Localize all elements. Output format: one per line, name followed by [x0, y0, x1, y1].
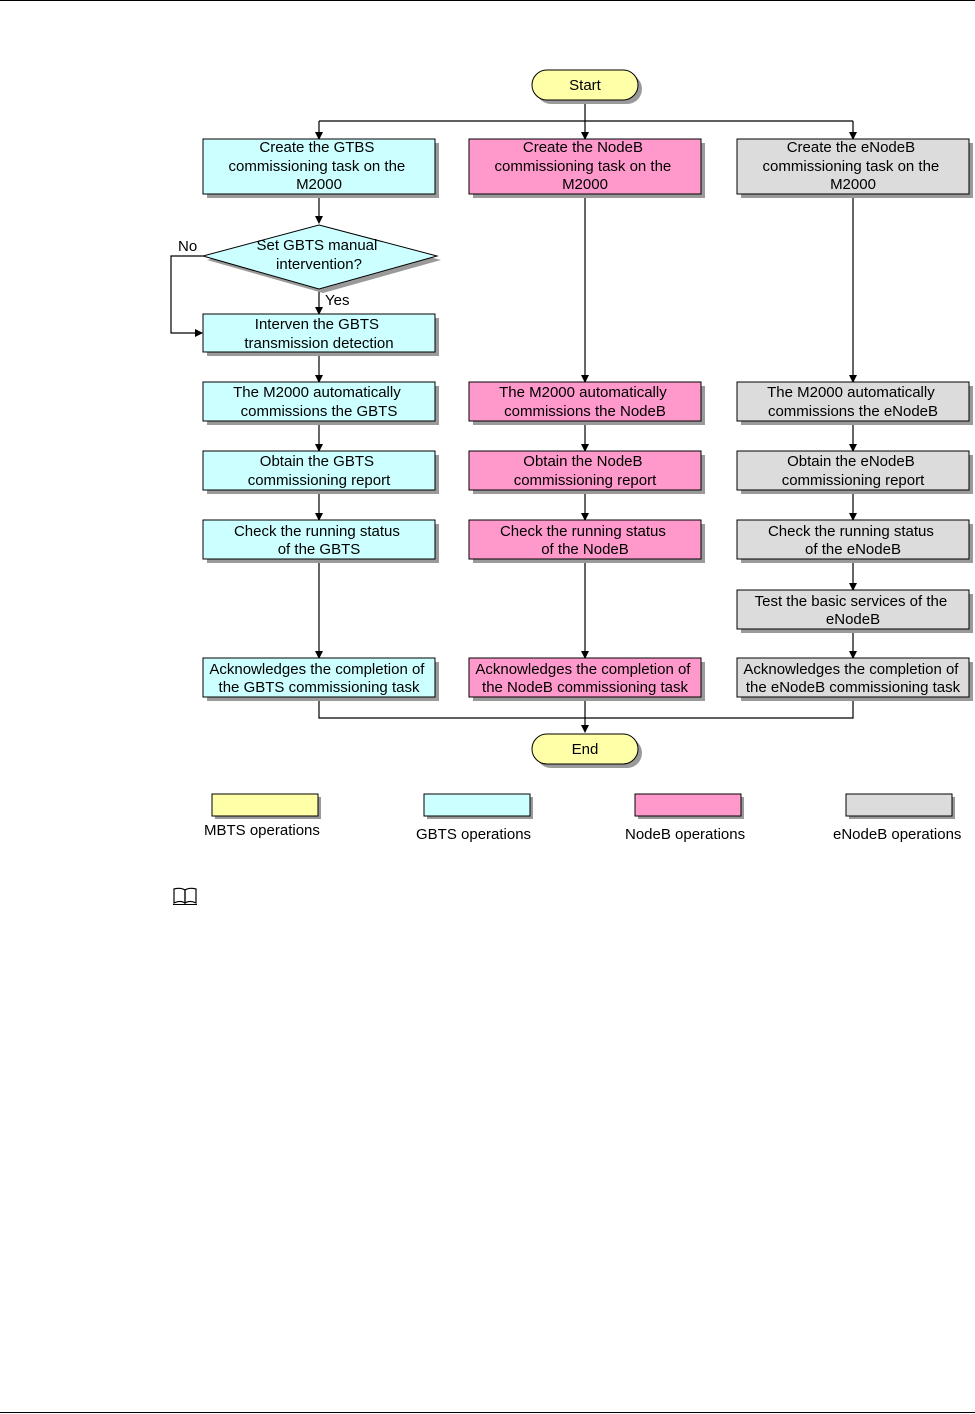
- svg-text:The M2000 automatically: The M2000 automatically commissions the …: [499, 384, 671, 420]
- legend: MBTS operations GBTS operations NodeB op…: [204, 793, 961, 843]
- enodeb-auto-line-2: commissions the eNodeB: [768, 403, 938, 420]
- nodeb-auto-line-1: The M2000 automatically: [499, 384, 667, 401]
- gbts-ack-line-2: the GBTS commissioning task: [219, 679, 420, 696]
- decision-line-1: Set GBTS manual: [256, 237, 377, 254]
- connectors: [170, 100, 857, 733]
- gbts-ack-line-1: Acknowledges the completion of: [209, 661, 425, 678]
- enodeb-status-box: Check the running status of the eNodeB: [736, 519, 973, 563]
- nodeb-status-box: Check the running status of the NodeB: [468, 519, 705, 563]
- enodeb-ack-line-2: the eNodeB commissioning task: [746, 679, 961, 696]
- svg-text:Test the basic services of the: Test the basic services of the eNodeB: [755, 593, 952, 628]
- yes-label: Yes: [325, 292, 349, 309]
- legend-enodeb-label: eNodeB operations: [833, 826, 961, 843]
- enodeb-create-line-1: Create the eNodeB: [787, 139, 915, 156]
- enodeb-test-line-2: eNodeB: [826, 611, 880, 628]
- gbts-status-line-2: of the GBTS: [278, 541, 361, 558]
- enodeb-auto-box: The M2000 automatically commissions the …: [736, 381, 973, 425]
- enodeb-auto-line-1: The M2000 automatically: [767, 384, 935, 401]
- legend-gbts: GBTS operations: [416, 793, 533, 843]
- enodeb-report-box: Obtain the eNodeB commissioning report: [736, 450, 973, 494]
- gbts-intervene-line-2: transmission detection: [244, 335, 393, 352]
- gbts-auto-line-1: The M2000 automatically: [233, 384, 401, 401]
- gbts-auto-box: The M2000 automatically commissions the …: [202, 381, 439, 425]
- nodeb-create-box: Create the NodeB commissioning task on t…: [468, 138, 705, 198]
- start-label: Start: [569, 77, 602, 94]
- enodeb-test-line-1: Test the basic services of the: [755, 593, 948, 610]
- nodeb-ack-line-2: the NodeB commissioning task: [482, 679, 688, 696]
- enodeb-report-line-1: Obtain the eNodeB: [787, 453, 915, 470]
- svg-text:Acknowledges the completion of: Acknowledges the completion of the GBTS …: [209, 661, 428, 696]
- svg-text:Obtain the NodeB commiss: Obtain the NodeB commissioning report: [514, 453, 657, 489]
- nodeb-auto-line-2: commissions the NodeB: [504, 403, 666, 420]
- enodeb-ack-line-1: Acknowledges the completion of: [743, 661, 959, 678]
- gbts-status-line-1: Check the running status: [234, 523, 400, 540]
- svg-text:Check the running status: Check the running status of the GBTS: [234, 523, 404, 558]
- gbts-create-box: Create the GTBS commissioning task on th…: [202, 138, 439, 198]
- legend-gbts-label: GBTS operations: [416, 826, 531, 843]
- nodeb-create-line-3: M2000: [562, 176, 608, 193]
- svg-text:Set GBTS manual interven: Set GBTS manual intervention?: [256, 237, 381, 273]
- enodeb-create-line-3: M2000: [830, 176, 876, 193]
- legend-mbts: MBTS operations: [204, 793, 321, 839]
- enodeb-status-line-2: of the eNodeB: [805, 541, 901, 558]
- svg-text:Obtain the GBTS commissi: Obtain the GBTS commissioning report: [248, 453, 391, 489]
- gbts-report-box: Obtain the GBTS commissioning report: [202, 450, 439, 494]
- bottom-rule: [0, 1412, 975, 1413]
- legend-nodeb: NodeB operations: [625, 793, 745, 843]
- legend-enodeb: eNodeB operations: [833, 793, 961, 843]
- gbts-intervene-box: Interven the GBTS transmission detection: [202, 313, 439, 356]
- legend-nodeb-label: NodeB operations: [625, 826, 745, 843]
- enodeb-report-line-2: commissioning report: [782, 472, 925, 489]
- end-label: End: [572, 741, 599, 758]
- enodeb-test-box: Test the basic services of the eNodeB: [736, 589, 973, 633]
- nodeb-create-line-2: commissioning task on the: [495, 158, 672, 175]
- end-terminal: End: [531, 733, 642, 768]
- gbts-intervene-line-1: Interven the GBTS: [255, 316, 379, 333]
- svg-text:Create the GTBS commissi: Create the GTBS commissioning task on th…: [229, 139, 410, 193]
- nodeb-ack-line-1: Acknowledges the completion of: [475, 661, 691, 678]
- gbts-create-line-3: M2000: [296, 176, 342, 193]
- nodeb-ack-box: Acknowledges the completion of the NodeB…: [468, 657, 705, 701]
- nodeb-report-line-1: Obtain the NodeB: [523, 453, 642, 470]
- gbts-report-line-1: Obtain the GBTS: [260, 453, 374, 470]
- decision-line-2: intervention?: [276, 256, 362, 273]
- gbts-create-line-2: commissioning task on the: [229, 158, 406, 175]
- svg-text:Acknowledges the completion of: Acknowledges the completion of the NodeB…: [475, 661, 694, 696]
- svg-text:Create the NodeB commiss: Create the NodeB commissioning task on t…: [495, 139, 676, 193]
- svg-text:The M2000 automatically: The M2000 automatically commissions the …: [233, 384, 405, 420]
- svg-text:Obtain the eNodeB commis: Obtain the eNodeB commissioning report: [782, 453, 925, 489]
- gbts-ack-box: Acknowledges the completion of the GBTS …: [202, 657, 439, 701]
- legend-mbts-label: MBTS operations: [204, 822, 320, 839]
- gbts-auto-line-2: commissions the GBTS: [241, 403, 398, 420]
- nodeb-auto-box: The M2000 automatically commissions the …: [468, 381, 705, 425]
- nodeb-report-line-2: commissioning report: [514, 472, 657, 489]
- start-terminal: Start: [531, 69, 642, 104]
- gbts-status-box: Check the running status of the GBTS: [202, 519, 439, 563]
- svg-text:Check the running status: Check the running status of the NodeB: [500, 523, 670, 558]
- svg-text:Interven the GBTS transm: Interven the GBTS transmission detection: [244, 316, 393, 352]
- enodeb-create-box: Create the eNodeB commissioning task on …: [736, 138, 973, 198]
- nodeb-create-line-1: Create the NodeB: [523, 139, 643, 156]
- enodeb-ack-box: Acknowledges the completion of the eNode…: [736, 657, 973, 701]
- nodeb-status-line-2: of the NodeB: [541, 541, 629, 558]
- book-icon: [173, 887, 197, 905]
- svg-text:Acknowledges the completion of: Acknowledges the completion of the eNode…: [743, 661, 962, 696]
- gbts-create-line-1: Create the GTBS: [259, 139, 374, 156]
- top-rule: [0, 0, 975, 1]
- no-label: No: [178, 238, 197, 255]
- gbts-report-line-2: commissioning report: [248, 472, 391, 489]
- svg-text:Check the running status: Check the running status of the eNodeB: [768, 523, 938, 558]
- svg-text:The M2000 automatically: The M2000 automatically commissions the …: [767, 384, 939, 420]
- commissioning-flowchart: Start End Create the GTBS commissioning …: [170, 69, 973, 843]
- enodeb-create-line-2: commissioning task on the: [763, 158, 940, 175]
- enodeb-status-line-1: Check the running status: [768, 523, 934, 540]
- gbts-decision-diamond: Set GBTS manual intervention?: [201, 224, 441, 293]
- svg-text:Create the eNodeB commis: Create the eNodeB commissioning task on …: [763, 139, 944, 193]
- nodeb-status-line-1: Check the running status: [500, 523, 666, 540]
- nodeb-report-box: Obtain the NodeB commissioning report: [468, 450, 705, 494]
